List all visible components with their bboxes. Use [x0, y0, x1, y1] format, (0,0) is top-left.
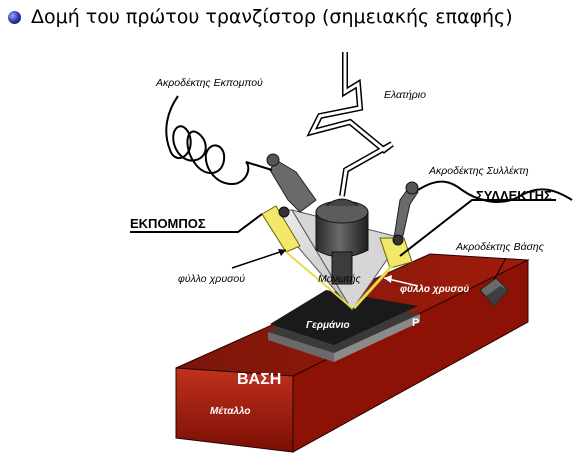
- base-label: ΒΑΣΗ: [237, 371, 281, 388]
- emitter-coil-wire: [165, 95, 273, 186]
- collector-label: ΣΥΛΛΕΚΤΗΣ: [476, 188, 552, 203]
- collector-wire: [417, 180, 573, 203]
- gold-foil-right-label: φύλλο χρυσού: [400, 284, 469, 295]
- base-probe-leader: [493, 257, 507, 281]
- metal-label: Μέταλλο: [210, 406, 251, 417]
- emitter-leader: [130, 213, 263, 233]
- p-type-label: P: [412, 317, 419, 329]
- emitter-label: ΕΚΠΟΜΠΟΣ: [130, 216, 206, 231]
- collector-probe-label: Ακροδέκτης Συλλέκτη: [428, 165, 529, 177]
- collector-leader: [399, 199, 556, 257]
- slide-title: Δομή του πρώτου τρανζίστορ (σημειακής επ…: [31, 6, 513, 28]
- gold-foil-left-label: φύλλο χρυσού: [178, 273, 245, 285]
- title-row: Δομή του πρώτου τρανζίστορ (σημειακής επ…: [8, 6, 513, 28]
- germanium-slab: [268, 290, 420, 362]
- base-probe-label: Ακροδέκτης Βάσης: [455, 241, 545, 253]
- gold-foil-left-arrow: [231, 249, 287, 269]
- press-cylinder: [315, 198, 369, 285]
- germanium-label: Γερμάνιο: [306, 320, 350, 331]
- collector-probe-arm: [392, 181, 419, 246]
- insulator-label: Μονωτής: [318, 273, 362, 285]
- bullet-icon: [8, 10, 21, 24]
- base-probe: [479, 277, 509, 307]
- emitter-probe-label: Ακροδέκτης Εκπομπού: [155, 77, 263, 89]
- spring-label: Ελατήριο: [384, 89, 426, 101]
